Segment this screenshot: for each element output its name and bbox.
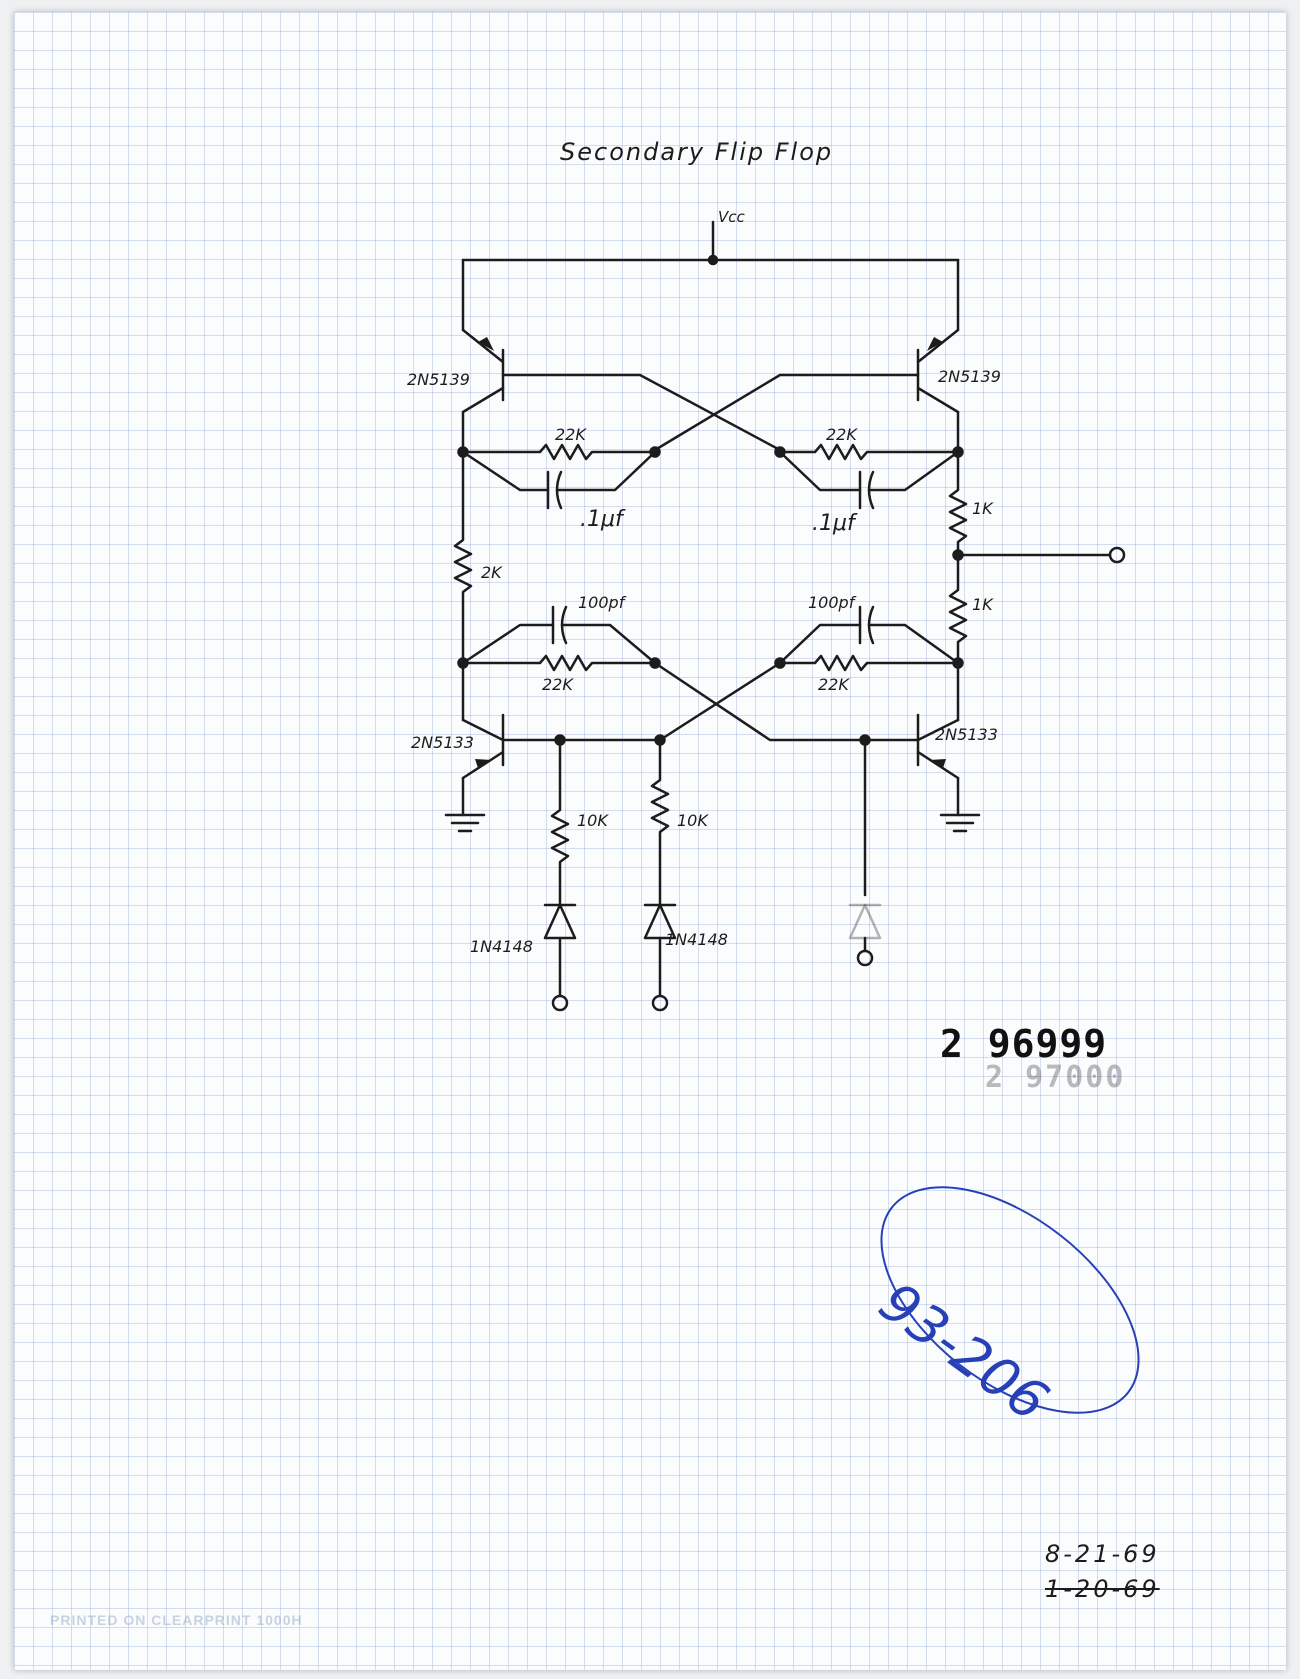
label-r-in2: 10K (677, 811, 709, 830)
input-branch-1 (543, 738, 577, 997)
label-c-bot-left: 100pf (578, 593, 627, 612)
stamp-number-ghost: 2 97000 (985, 1060, 1126, 1095)
resistor-right-1k-lower (948, 553, 968, 664)
label-d1: 1N4148 (470, 937, 533, 956)
diagram-title: Secondary Flip Flop (560, 138, 834, 166)
date-struck: 1-20-69 (1045, 1575, 1160, 1603)
label-r-left-mid: 2K (481, 563, 503, 582)
label-q1: 2N5139 (407, 370, 470, 389)
label-q4: 2N5133 (935, 725, 998, 744)
label-r-right-lower: 1K (972, 595, 994, 614)
label-r-right-upper: 1K (972, 499, 994, 518)
capacitor-bottom-right (778, 605, 960, 665)
label-q2: 2N5139 (938, 367, 1001, 386)
label-c-top-left: .1μf (580, 507, 626, 532)
resistor-left-2k (453, 450, 473, 664)
label-r-in1: 10K (577, 811, 609, 830)
graph-paper-sheet (14, 12, 1286, 1670)
capacitor-top-left (461, 450, 657, 510)
resistor-bottom-left (461, 654, 657, 672)
resistor-top-right (778, 443, 960, 461)
resistor-top-left (461, 443, 657, 461)
input-branch-3 (848, 738, 882, 952)
label-r-bot-right: 22K (818, 675, 850, 694)
input-terminal-1[interactable] (551, 994, 569, 1012)
paper-brand-footer: PRINTED ON CLEARPRINT 1000H (50, 1612, 303, 1628)
bottom-cross-coupling (653, 661, 872, 742)
label-q3: 2N5133 (411, 733, 474, 752)
top-cross-coupling (501, 373, 920, 452)
transistor-q1 (461, 328, 505, 452)
resistor-right-1k-upper (948, 450, 968, 557)
vcc-rail (461, 220, 960, 332)
label-d2: 1N4148 (665, 930, 728, 949)
input-terminal-3[interactable] (856, 949, 874, 967)
label-c-bot-right: 100pf (808, 593, 857, 612)
capacitor-top-right (778, 450, 960, 510)
blue-ink-ellipse (880, 1186, 1140, 1414)
stamp-number: 2 96999 (940, 1022, 1108, 1066)
vcc-label: Vcc (718, 208, 746, 226)
output-terminal[interactable] (956, 546, 1126, 564)
input-terminal-2[interactable] (651, 994, 669, 1012)
date-current: 8-21-69 (1045, 1540, 1160, 1568)
transistor-q4 (916, 661, 981, 833)
label-r-bot-left: 22K (542, 675, 574, 694)
transistor-q2 (916, 328, 960, 452)
label-r-top-left: 22K (555, 425, 587, 444)
input-branch-2 (643, 738, 677, 997)
resistor-bottom-right (778, 654, 960, 672)
capacitor-bottom-left (461, 605, 657, 665)
label-c-top-right: .1μf (812, 511, 858, 536)
label-r-top-right: 22K (826, 425, 858, 444)
